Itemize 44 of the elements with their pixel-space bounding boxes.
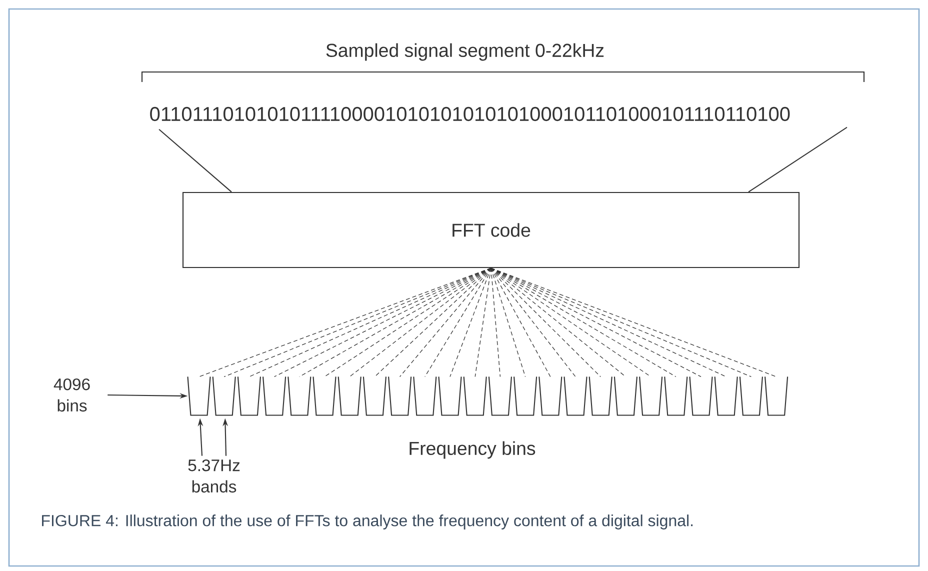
process-box: FFT code	[182, 192, 800, 268]
frequency-bin	[463, 376, 487, 416]
frequency-bin	[689, 376, 713, 416]
frequency-bin	[639, 376, 663, 416]
dashed-line	[490, 268, 576, 378]
frequency-bin	[538, 376, 562, 416]
dashed-line	[490, 268, 551, 378]
frequency-bin	[212, 376, 236, 416]
frequency-bin	[338, 376, 362, 416]
frequency-bin	[362, 376, 386, 416]
connector-line	[748, 126, 848, 192]
frequency-bin	[739, 376, 763, 416]
frequency-bin	[564, 376, 588, 416]
frequency-bin	[588, 376, 612, 416]
caption: FIGURE 4: Illustration of the use of FFTs to analyse the frequency content of a digital signal.	[42, 514, 693, 530]
frequency-bin	[187, 376, 211, 416]
dashed-line	[399, 268, 492, 378]
frequency-bin	[237, 376, 261, 416]
frequency-bin	[388, 376, 412, 416]
dashed-line	[474, 268, 492, 378]
frequency-bin	[288, 376, 312, 416]
axis-label: Frequency bins	[410, 441, 536, 459]
frequency-bin	[312, 376, 336, 416]
annotation-text: 5.37Hz bands	[188, 459, 240, 493]
frequency-bin	[614, 376, 638, 416]
frequency-bin	[262, 376, 286, 416]
frequency-bin	[413, 376, 437, 416]
frequency-bin	[488, 376, 512, 416]
dashed-line	[450, 268, 492, 378]
frequency-bin	[764, 376, 788, 416]
dashed-line	[424, 268, 492, 378]
dashed-line	[490, 268, 626, 378]
dashed-line	[490, 268, 601, 378]
connector-line	[158, 128, 232, 192]
dashed-line	[490, 268, 526, 378]
dashed-line	[490, 268, 501, 378]
frequency-bin	[664, 376, 688, 416]
dashed-line	[374, 268, 492, 378]
frequency-bin	[714, 376, 738, 416]
bracket-label: Sampled signal segment 0-22kHz	[326, 43, 604, 61]
frequency-bin	[514, 376, 538, 416]
bit-sequence: 01101110101010111100001010101010101000101101000101110110100	[150, 106, 790, 122]
frequency-bin	[438, 376, 462, 416]
annotation-text: 4096 bins	[54, 378, 90, 412]
